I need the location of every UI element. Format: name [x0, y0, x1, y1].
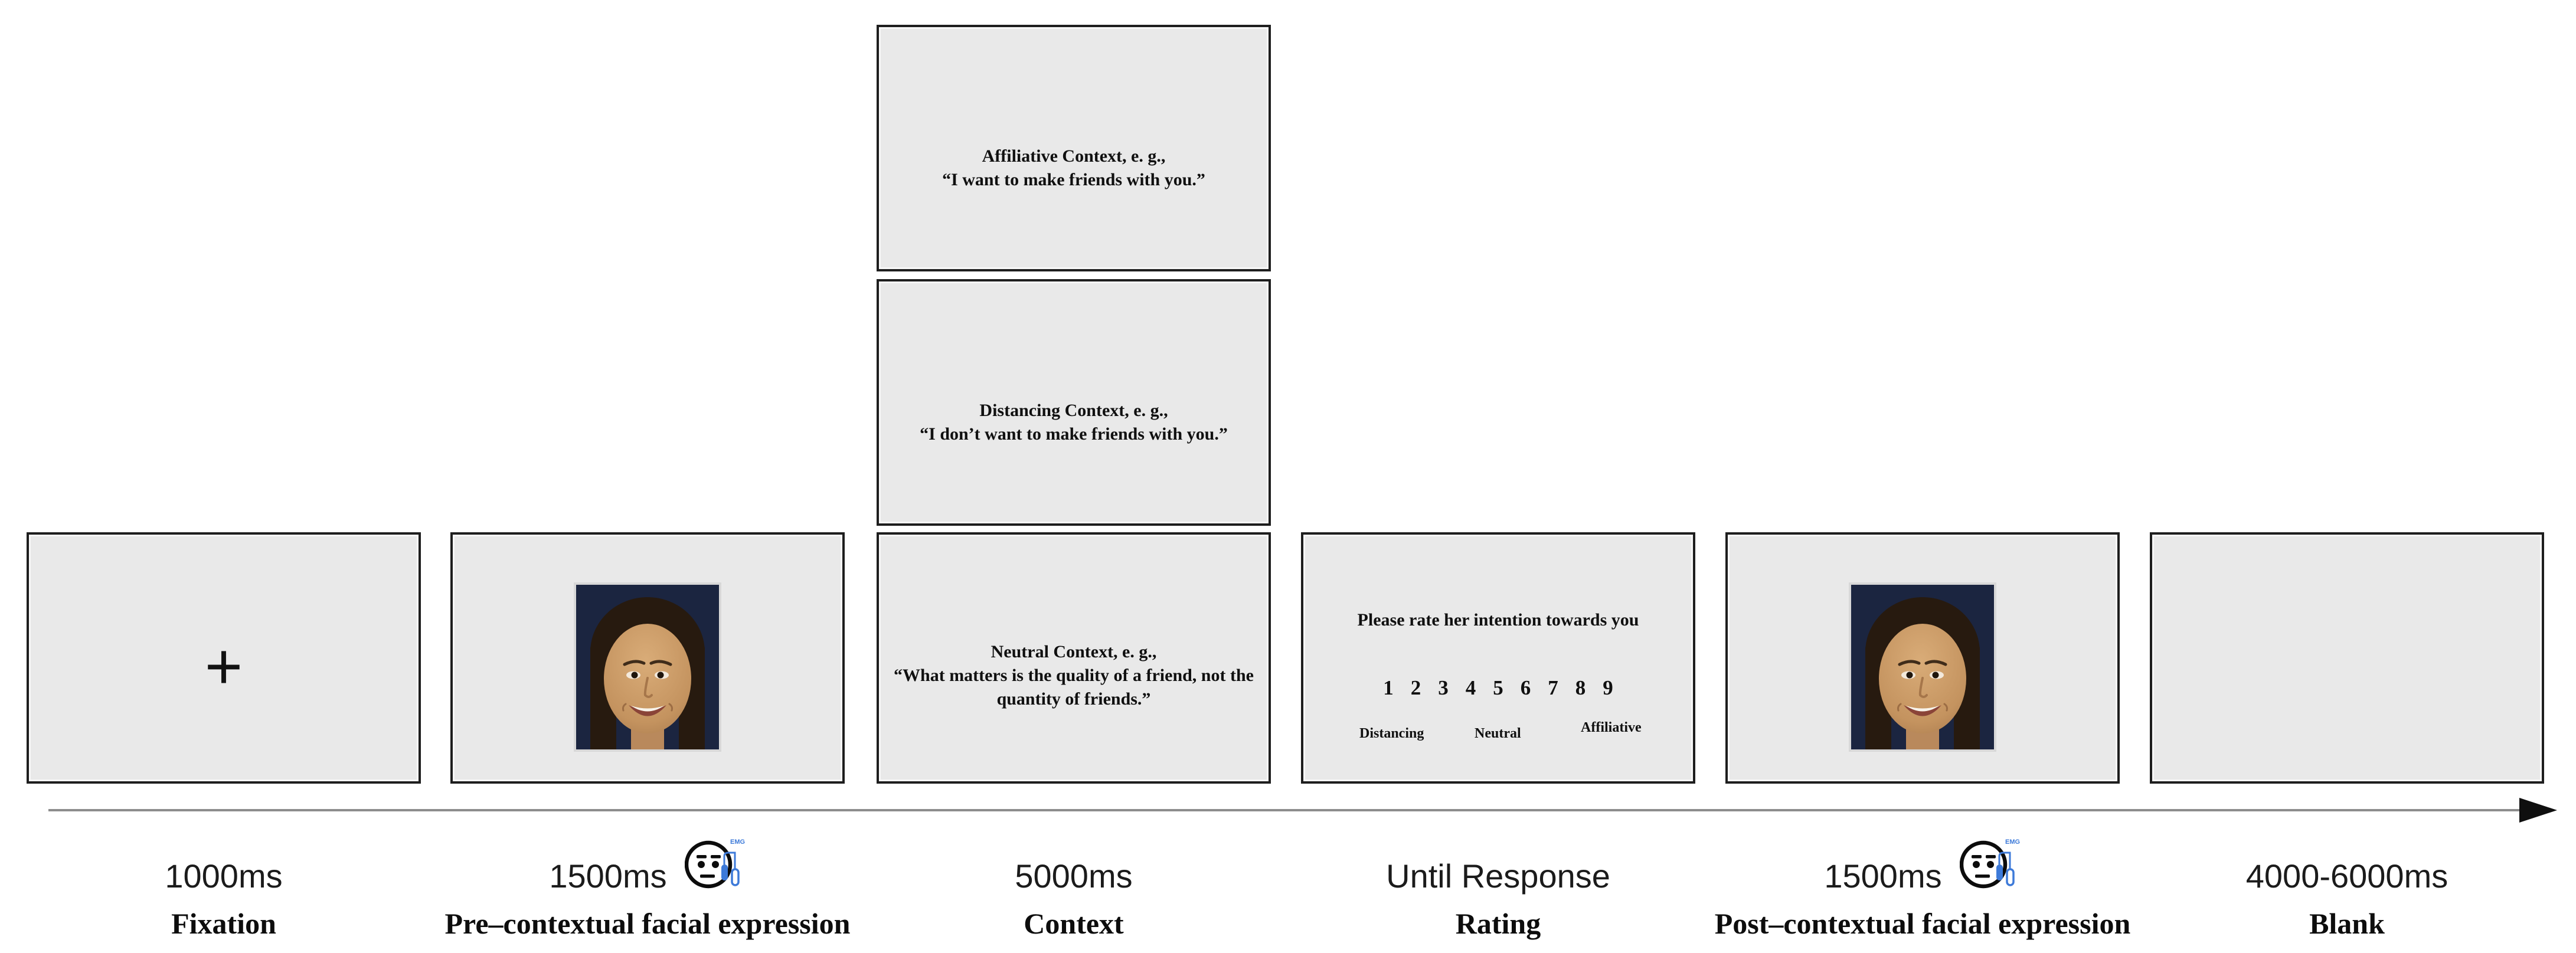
face-photo [574, 582, 721, 752]
context-line: quantity of friends.” [996, 689, 1151, 709]
affiliative-context-text: Affiliative Context, e. g., “I want to m… [879, 47, 1269, 269]
rating-number: 8 [1575, 676, 1586, 699]
rating-number: 5 [1493, 676, 1503, 699]
context-line: “What matters is the quality of a friend… [894, 666, 1254, 685]
post-face-box [1725, 532, 2120, 784]
context-line: “I don’t want to make friends with you.” [920, 424, 1228, 444]
duration-text: Until Response [1386, 857, 1610, 895]
context-box-neutral: Neutral Context, e. g., “What matters is… [877, 532, 1271, 784]
phase-label-post: Post–contextual facial expression [1714, 907, 2131, 940]
duration-fixation: 1000ms [0, 840, 489, 911]
rating-number: 6 [1520, 676, 1531, 699]
duration-text: 1500ms [1824, 857, 1942, 895]
distancing-context-text: Distancing Context, e. g., “I don’t want… [879, 302, 1269, 523]
context-box-distancing: Distancing Context, e. g., “I don’t want… [877, 279, 1271, 526]
blank-box [2150, 532, 2544, 784]
rating-box: Please rate her intention towards you 1 … [1301, 532, 1695, 784]
face-photo-illustration [574, 582, 721, 752]
pre-face-box [450, 532, 845, 784]
face-photo-illustration [1849, 582, 1996, 752]
phase-label-blank: Blank [2309, 907, 2385, 940]
phase-label-context: Context [1024, 907, 1124, 940]
context-line: Neutral Context, e. g., [990, 642, 1157, 661]
rating-number: 1 [1383, 676, 1394, 699]
arrowhead-icon [2519, 798, 2557, 823]
rating-anchor-distancing: Distancing [1359, 726, 1424, 741]
duration-pre: 1500ms EMG [382, 839, 913, 911]
fixation-cross-wrap: + [29, 543, 419, 781]
rating-number: 4 [1465, 676, 1476, 699]
rating-number: 9 [1603, 676, 1613, 699]
fixation-cross-icon: + [204, 630, 243, 703]
duration-text: 1000ms [165, 857, 283, 895]
emg-label: EMG [2005, 839, 2020, 846]
context-line: “I want to make friends with you.” [942, 170, 1205, 189]
neutral-context-text: Neutral Context, e. g., “What matters is… [879, 552, 1269, 781]
rating-anchor-neutral: Neutral [1475, 726, 1521, 741]
timeline-arrow [48, 798, 2557, 823]
face-photo [1849, 582, 1996, 752]
context-box-affiliative: Affiliative Context, e. g., “I want to m… [877, 25, 1271, 271]
emg-face-icon: EMG [684, 839, 745, 889]
rating-number: 2 [1410, 676, 1421, 699]
emg-label: EMG [730, 839, 745, 846]
phase-label-fixation: Fixation [171, 907, 276, 940]
phase-label-pre: Pre–contextual facial expression [444, 907, 851, 940]
duration-text: 5000ms [1015, 857, 1133, 895]
duration-blank: 4000-6000ms [2081, 840, 2576, 911]
duration-post: 1500ms EMG [1657, 839, 2188, 911]
context-line: Distancing Context, e. g., [979, 401, 1168, 420]
fixation-box: + [27, 532, 421, 784]
duration-text: 1500ms [549, 857, 667, 895]
emg-face-icon: EMG [1959, 839, 2020, 889]
rating-scale: 1 2 3 4 5 6 7 8 9 [1303, 676, 1693, 700]
duration-context: 5000ms [808, 840, 1339, 911]
rating-title: Please rate her intention towards you [1357, 610, 1639, 630]
phase-label-rating: Rating [1455, 907, 1541, 940]
rating-number: 3 [1438, 676, 1449, 699]
context-line: Affiliative Context, e. g., [982, 146, 1166, 166]
rating-number: 7 [1548, 676, 1558, 699]
duration-text: 4000-6000ms [2245, 857, 2448, 895]
duration-rating: Until Response [1233, 840, 1764, 911]
rating-anchor-affiliative: Affiliative [1581, 720, 1642, 735]
